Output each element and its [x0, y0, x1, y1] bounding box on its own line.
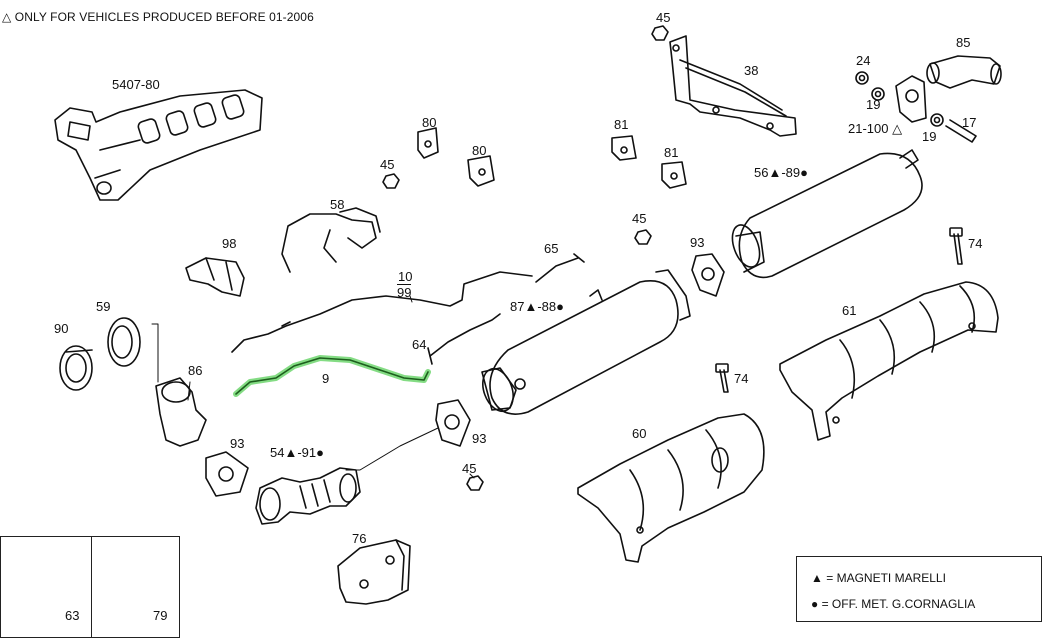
label-85[interactable]: 85: [956, 35, 971, 50]
label-59[interactable]: 59: [96, 299, 111, 314]
part-38-bracket: [669, 35, 797, 137]
label-87-88[interactable]: 87▲-88●: [510, 299, 564, 314]
part-19-washer: [871, 87, 885, 101]
part-5407-80-manifold: [54, 89, 263, 201]
part-65-cable: [535, 253, 585, 283]
part-98-heat-shield: [185, 257, 245, 297]
label-9[interactable]: 9: [322, 371, 330, 386]
label-90[interactable]: 90: [54, 321, 69, 336]
part-24-nut: [855, 71, 869, 85]
part-58-cable: [281, 207, 381, 273]
part-59-ring: [107, 317, 141, 367]
label-98[interactable]: 98: [222, 236, 237, 251]
label-19-b[interactable]: 19: [922, 129, 937, 144]
part-74-bolt-b: [719, 369, 729, 393]
part-93-gasket-b: [435, 399, 471, 447]
label-74-b[interactable]: 74: [734, 371, 749, 386]
part-74-bolt-a: [953, 233, 963, 265]
part-86-flange: [155, 377, 207, 447]
label-45-b[interactable]: 45: [380, 157, 395, 172]
label-10[interactable]: 10: [398, 269, 413, 284]
legend-row-magneti-marelli: ▲ = MAGNETI MARELLI: [811, 571, 946, 585]
label-65[interactable]: 65: [544, 241, 559, 256]
label-54-91[interactable]: 54▲-91●: [270, 445, 324, 460]
label-45-a[interactable]: 45: [656, 10, 671, 25]
part-81-mount-a: [611, 135, 637, 161]
label-56-89[interactable]: 56▲-89●: [754, 165, 808, 180]
label-58[interactable]: 58: [330, 197, 345, 212]
label-74-a[interactable]: 74: [968, 236, 983, 251]
label-45-c[interactable]: 45: [632, 211, 647, 226]
production-note: △ ONLY FOR VEHICLES PRODUCED BEFORE 01-2…: [2, 10, 314, 24]
part-60-heat-shield: [577, 413, 765, 563]
label-76[interactable]: 76: [352, 531, 367, 546]
label-93-a[interactable]: 93: [690, 235, 705, 250]
label-86[interactable]: 86: [188, 363, 203, 378]
part-93-gasket-a: [691, 253, 725, 297]
part-17-bolt: [945, 119, 977, 143]
part-90-clamp: [59, 345, 93, 391]
part-64-hose: [427, 313, 501, 365]
legend-row-cornaglia: ● = OFF. MET. G.CORNAGLIA: [811, 597, 975, 611]
part-80-mount-a: [417, 127, 439, 159]
part-21-clamp: [895, 75, 927, 123]
part-81-mount-b: [661, 161, 687, 189]
legend-text-2: = OFF. MET. G.CORNAGLIA: [821, 597, 976, 611]
label-17[interactable]: 17: [962, 115, 977, 130]
part-93-gasket-c: [205, 451, 249, 497]
label-81-a[interactable]: 81: [614, 117, 629, 132]
part-19-washer-b: [930, 113, 944, 127]
label-19-a[interactable]: 19: [866, 97, 881, 112]
label-93-c[interactable]: 93: [230, 436, 245, 451]
label-64[interactable]: 64: [412, 337, 427, 352]
label-5407-80[interactable]: 5407-80: [112, 77, 160, 92]
part-56-rear-muffler: [731, 149, 923, 279]
label-38[interactable]: 38: [744, 63, 759, 78]
part-80-mount-b: [467, 155, 495, 187]
part-85-elbow: [926, 55, 1002, 89]
triangle-icon: ▲: [811, 571, 823, 585]
label-80-a[interactable]: 80: [422, 115, 437, 130]
part-76-bracket: [337, 539, 411, 605]
dot-icon: ●: [811, 597, 819, 611]
label-80-b[interactable]: 80: [472, 143, 487, 158]
label-21-100[interactable]: 21-100 △: [848, 121, 903, 136]
part-10-cable: [231, 271, 533, 353]
part-54-flex-pipe: [255, 467, 361, 525]
label-60[interactable]: 60: [632, 426, 647, 441]
label-81-b[interactable]: 81: [664, 145, 679, 160]
label-79[interactable]: 79: [153, 608, 168, 623]
legend: ▲ = MAGNETI MARELLI ● = OFF. MET. G.CORN…: [796, 556, 1042, 622]
label-93-b[interactable]: 93: [472, 431, 487, 446]
label-24[interactable]: 24: [856, 53, 871, 68]
label-99[interactable]: 99: [397, 284, 412, 300]
part-87-converter: [481, 269, 691, 415]
label-45-d[interactable]: 45: [462, 461, 477, 476]
label-63[interactable]: 63: [65, 608, 80, 623]
part-9-pipe-highlighted: [233, 355, 431, 397]
inset-box: 63 79: [0, 536, 180, 638]
part-61-heat-shield: [779, 281, 999, 441]
legend-text-1: = MAGNETI MARELLI: [826, 571, 946, 585]
label-61[interactable]: 61: [842, 303, 857, 318]
part-45-nuts: [382, 25, 669, 491]
